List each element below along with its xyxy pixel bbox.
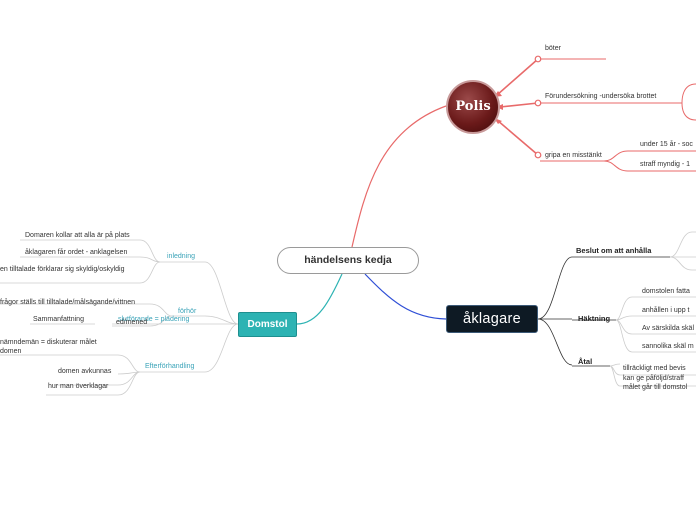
forhor-child-1[interactable]: frågor ställs till tilltalade/målsägande… — [0, 299, 136, 306]
atal-child-2[interactable]: målet går till domstol — [623, 384, 688, 391]
polis-dots — [534, 55, 542, 159]
domstol-efterforhandling[interactable]: Efterförhandling — [145, 363, 195, 370]
haktning-child-2[interactable]: anhållen i upp t — [642, 307, 690, 314]
inledning-child-3[interactable]: en tilltalade förklarar sig skyldig/osky… — [0, 266, 125, 273]
inledning-child-2[interactable]: åklagaren får ordet - anklagelsen — [25, 249, 128, 256]
polis-item-boter[interactable]: böter — [545, 45, 561, 52]
polis-connectors — [496, 58, 539, 156]
efter-child-2[interactable]: domen — [0, 348, 22, 355]
inledning-child-1[interactable]: Domaren kollar att alla är på plats — [25, 232, 130, 239]
domstol-slutforande[interactable]: slutförande = plädering — [118, 316, 190, 323]
atal-child-3[interactable]: kan ge påföljd/straff — [623, 375, 684, 382]
gripa-child-under15[interactable]: under 15 år - soc — [640, 141, 693, 148]
forhor-child-2[interactable]: ed/mened — [116, 319, 148, 326]
branch-polis — [351, 105, 447, 248]
polis-item-forundersokning[interactable]: Förundersökning -undersöka brottet — [545, 93, 657, 100]
gripa-child-straffmyndig[interactable]: straff myndig - 1 — [640, 161, 691, 168]
polis-node[interactable]: Polis — [446, 80, 500, 134]
haktning-child-4[interactable]: sannolika skäl m — [642, 343, 694, 350]
domstol-inledning[interactable]: inledning — [167, 253, 196, 260]
aklagare-atal[interactable]: Åtal — [578, 357, 593, 366]
polis-underlines — [540, 58, 696, 172]
aklagare-haktning[interactable]: Häktning — [578, 314, 611, 323]
branch-domstol — [296, 273, 343, 325]
domstol-forhor[interactable]: förhör — [178, 308, 197, 315]
aklagare-beslut[interactable]: Beslut om att anhålla — [576, 246, 652, 255]
domstol-connectors — [0, 239, 239, 396]
aklagare-leaf-lines — [609, 231, 696, 387]
atal-child-1[interactable]: tillräckligt med bevis — [623, 365, 686, 372]
haktning-child-1[interactable]: domstolen fatta — [642, 288, 690, 295]
haktning-child-3[interactable]: Av särskilda skäl — [642, 325, 695, 332]
efter-child-1[interactable]: nämndemän = diskuterar målet — [0, 339, 97, 346]
slutforande-child[interactable]: Sammanfattning — [33, 316, 84, 323]
aklagare-connectors — [537, 256, 670, 367]
polis-item-gripa[interactable]: gripa en misstänkt — [545, 152, 602, 159]
efter-child-3[interactable]: domen avkunnas — [58, 368, 112, 375]
efter-child-4[interactable]: hur man överklagar — [48, 383, 109, 390]
central-topic[interactable]: händelsens kedja — [277, 247, 419, 274]
domstol-node[interactable]: Domstol — [238, 312, 297, 337]
branch-aklagare — [364, 273, 447, 320]
aklagare-node[interactable]: åklagare — [446, 305, 538, 333]
